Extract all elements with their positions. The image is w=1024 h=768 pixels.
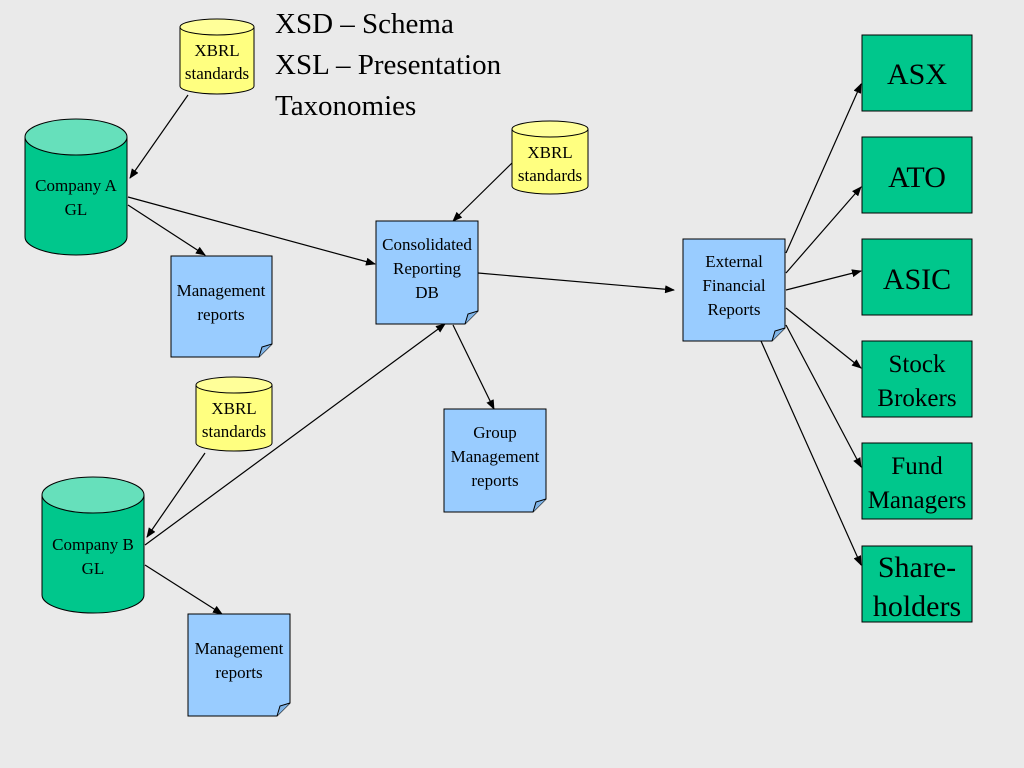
arrow-external-to-asx bbox=[785, 83, 862, 254]
recipient-fund-managers-line2: Managers bbox=[868, 487, 967, 514]
group-mgmt-line1: Group bbox=[473, 423, 516, 442]
arrow-company-b-to-mgmt-b bbox=[144, 564, 223, 615]
xbrl-label-line2: standards bbox=[202, 422, 266, 441]
consolidated-line3: DB bbox=[415, 283, 439, 302]
recipient-ato-box: ATO bbox=[861, 136, 973, 214]
xbrl-standards-cylinder-2: XBRL standards bbox=[511, 120, 589, 195]
external-line3: Reports bbox=[708, 300, 761, 319]
consolidated-line2: Reporting bbox=[393, 259, 461, 278]
xbrl-label-line2: standards bbox=[185, 64, 249, 83]
group-mgmt-line3: reports bbox=[471, 471, 518, 490]
recipient-asx-box: ASX bbox=[861, 34, 973, 112]
management-reports-b-line1: Management bbox=[195, 639, 284, 658]
management-reports-a-document: Management reports bbox=[170, 255, 273, 358]
management-reports-a-line1: Management bbox=[177, 281, 266, 300]
company-a-label-line2: GL bbox=[65, 200, 88, 219]
recipient-stock-brokers-box: Stock Brokers bbox=[861, 340, 973, 418]
arrow-external-to-asic bbox=[785, 269, 862, 291]
arrow-consolidated-to-group-mgmt bbox=[452, 324, 495, 410]
arrow-external-to-ato bbox=[785, 186, 862, 274]
xbrl-label-line2: standards bbox=[518, 166, 582, 185]
arrow-company-a-to-mgmt-a bbox=[127, 204, 206, 256]
consolidated-line1: Consolidated bbox=[382, 235, 472, 254]
management-reports-b-line2: reports bbox=[215, 663, 262, 682]
recipient-stock-brokers-line2: Brokers bbox=[877, 385, 956, 412]
group-mgmt-line2: Management bbox=[451, 447, 540, 466]
group-management-reports-document: Group Management reports bbox=[443, 408, 547, 513]
arrow-external-to-fund-managers bbox=[785, 324, 862, 468]
company-b-gl-cylinder: Company B GL bbox=[41, 476, 145, 614]
external-financial-reports-document: External Financial Reports bbox=[682, 238, 786, 342]
connectors bbox=[127, 83, 862, 615]
legend-xsl-presentation: XSL – Presentation bbox=[275, 49, 502, 81]
recipient-asic-box: ASIC bbox=[861, 238, 973, 316]
legend-taxonomies: Taxonomies bbox=[275, 90, 417, 122]
recipient-shareholders-line2: holders bbox=[873, 590, 961, 623]
company-b-label-line2: GL bbox=[82, 559, 105, 578]
management-reports-b-document: Management reports bbox=[187, 613, 291, 717]
recipient-asic-label: ASIC bbox=[883, 263, 951, 296]
consolidated-reporting-db-document: Consolidated Reporting DB bbox=[375, 220, 479, 325]
recipient-ato-label: ATO bbox=[888, 161, 946, 194]
company-a-label-line1: Company A bbox=[35, 176, 117, 195]
arrow-company-a-to-consolidated bbox=[127, 196, 376, 266]
arrow-external-to-shareholders bbox=[760, 340, 862, 566]
company-b-label-line1: Company B bbox=[52, 535, 134, 554]
recipient-shareholders-line1: Share- bbox=[878, 551, 956, 584]
xbrl-label-line1: XBRL bbox=[194, 41, 239, 60]
arrow-xbrl2-to-consolidated bbox=[452, 162, 513, 222]
arrow-xbrl3-to-company-b bbox=[146, 452, 206, 538]
company-a-gl-cylinder: Company A GL bbox=[24, 118, 128, 256]
recipient-asx-label: ASX bbox=[887, 58, 947, 91]
recipient-fund-managers-line1: Fund bbox=[891, 453, 943, 480]
recipient-fund-managers-box: Fund Managers bbox=[861, 442, 973, 520]
arrow-xbrl1-to-company-a bbox=[129, 94, 189, 179]
xbrl-label-line1: XBRL bbox=[527, 143, 572, 162]
arrow-external-to-stock-brokers bbox=[785, 307, 862, 369]
recipient-stock-brokers-line1: Stock bbox=[889, 351, 946, 378]
external-line1: External bbox=[705, 252, 763, 271]
arrow-company-b-to-consolidated bbox=[144, 323, 446, 546]
xbrl-standards-cylinder-1: XBRL standards bbox=[179, 18, 255, 95]
arrow-consolidated-to-external bbox=[477, 272, 675, 294]
xbrl-standards-cylinder-3: XBRL standards bbox=[195, 376, 273, 452]
xbrl-label-line1: XBRL bbox=[211, 399, 256, 418]
external-line2: Financial bbox=[702, 276, 766, 295]
legend-text: XSD – Schema XSL – Presentation Taxonomi… bbox=[275, 4, 501, 127]
recipient-shareholders-box: Share- holders bbox=[861, 545, 973, 623]
management-reports-a-line2: reports bbox=[197, 305, 244, 324]
legend-xsd-schema: XSD – Schema bbox=[275, 8, 454, 40]
